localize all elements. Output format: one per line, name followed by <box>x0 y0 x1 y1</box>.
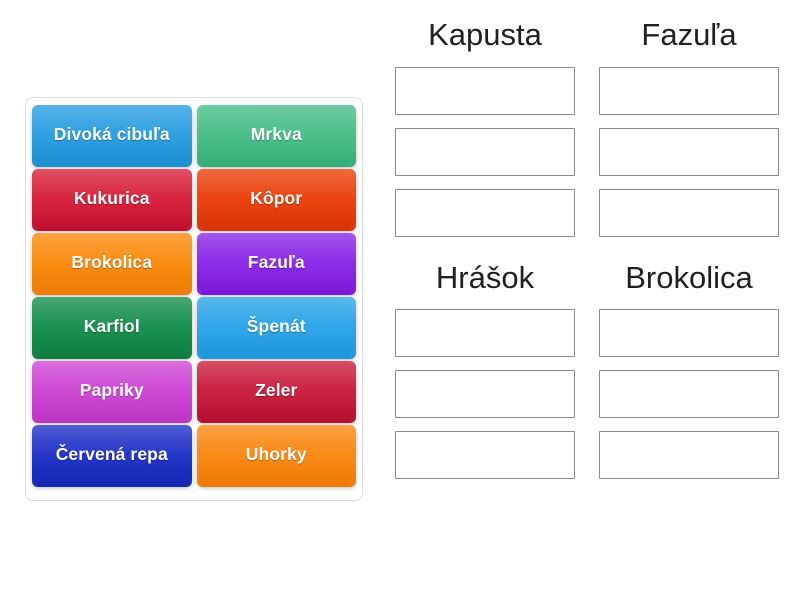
category-row-top: Kapusta Fazuľa <box>395 17 785 237</box>
drop-slot[interactable] <box>599 370 779 419</box>
tile-label: Špenát <box>246 315 306 336</box>
draggable-tile[interactable]: Fazuľa <box>196 233 356 292</box>
tile-label: Kukurica <box>73 187 150 208</box>
tile-label: Uhorky <box>245 443 307 464</box>
category-title: Brokolica <box>625 259 753 295</box>
category-title: Kapusta <box>428 17 542 52</box>
draggable-tile[interactable]: Kôpor <box>196 169 356 228</box>
category-title: Hrášok <box>435 259 535 295</box>
drop-slot[interactable] <box>599 431 779 480</box>
draggable-tile[interactable]: Červená repa <box>32 425 192 484</box>
drop-slot[interactable] <box>599 188 779 237</box>
drop-slot[interactable] <box>395 370 575 419</box>
draggable-tile[interactable]: Špenát <box>196 297 356 356</box>
drop-slot[interactable] <box>395 188 575 237</box>
draggable-tile[interactable]: Mrkva <box>196 105 356 164</box>
tile-label: Karfiol <box>83 315 140 336</box>
tile-label: Fazuľa <box>247 251 305 272</box>
category-column: Hrášok <box>395 259 575 480</box>
drop-slot[interactable] <box>599 309 779 358</box>
drop-slot[interactable] <box>599 127 779 176</box>
draggable-tile[interactable]: Karfiol <box>32 297 192 356</box>
drop-slot[interactable] <box>599 66 779 115</box>
category-column: Kapusta <box>395 17 575 237</box>
tile-label: Brokolica <box>71 251 153 272</box>
category-column: Fazuľa <box>599 17 779 237</box>
tile-label: Papriky <box>79 379 144 400</box>
tile-label: Zeler <box>255 379 298 400</box>
tile-label: Divoká cibuľa <box>53 123 170 144</box>
tile-label: Kôpor <box>250 187 303 208</box>
category-column: Brokolica <box>599 259 779 480</box>
category-row-bottom: Hrášok Brokolica <box>395 259 785 480</box>
category-columns: Kapusta Fazuľa Hrášok Brokolica <box>395 17 785 578</box>
draggable-tile[interactable]: Uhorky <box>196 425 356 484</box>
draggable-tile[interactable]: Divoká cibuľa <box>32 105 192 164</box>
tile-label: Mrkva <box>250 123 302 144</box>
drop-slot[interactable] <box>395 309 575 358</box>
draggable-tile[interactable]: Kukurica <box>32 169 192 228</box>
draggable-tile[interactable]: Papriky <box>32 361 192 420</box>
category-title: Fazuľa <box>641 17 737 52</box>
draggable-tile[interactable]: Zeler <box>196 361 356 420</box>
drop-slot[interactable] <box>395 431 575 480</box>
drop-slot[interactable] <box>395 66 575 115</box>
tile-label: Červená repa <box>55 443 168 464</box>
drop-slot[interactable] <box>395 127 575 176</box>
draggable-tile[interactable]: Brokolica <box>32 233 192 292</box>
